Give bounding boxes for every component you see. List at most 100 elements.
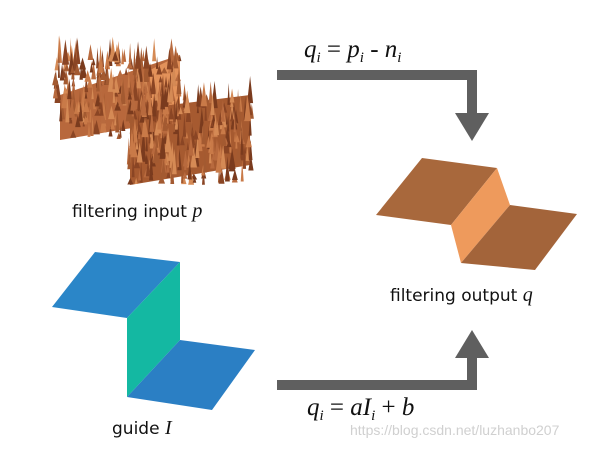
- noise-spike: [161, 158, 167, 178]
- noise-spike: [116, 69, 124, 78]
- noise-spike: [221, 132, 227, 146]
- noise-spike: [240, 160, 244, 182]
- noise-spike: [54, 57, 60, 71]
- noise-spike: [172, 148, 177, 175]
- noise-spike: [57, 35, 62, 63]
- noise-spike: [226, 139, 232, 148]
- noise-spike: [104, 50, 110, 70]
- noise-spike: [227, 82, 230, 105]
- noise-spike: [186, 141, 190, 150]
- noise-spike: [192, 129, 199, 140]
- noise-spike: [87, 76, 93, 88]
- noise-spike: [96, 47, 99, 69]
- noise-spike: [166, 47, 173, 70]
- noise-spike: [70, 129, 77, 138]
- bottom-arrow: [277, 330, 489, 390]
- noise-spike: [112, 74, 116, 90]
- noise-spike: [210, 119, 214, 127]
- noise-spike: [105, 64, 110, 85]
- top-arrow-shaft: [277, 70, 477, 118]
- noise-spike: [136, 124, 143, 135]
- filtering-input-var: p: [192, 200, 203, 222]
- noise-spike: [89, 91, 94, 110]
- noise-spike: [176, 120, 180, 146]
- noise-spike: [201, 167, 205, 185]
- noise-spike: [155, 80, 159, 101]
- noise-spike: [76, 38, 80, 65]
- noise-spike: [196, 84, 201, 107]
- noise-spike: [220, 99, 225, 122]
- noise-spike: [174, 116, 179, 130]
- noise-spike: [124, 67, 128, 75]
- noise-spike: [67, 78, 72, 100]
- noise-spike: [126, 61, 133, 69]
- noise-spike: [75, 114, 81, 128]
- noise-spike: [149, 124, 154, 149]
- noise-spike: [89, 63, 94, 73]
- noise-spike: [72, 87, 75, 100]
- noise-spike: [145, 159, 151, 177]
- output-lower-plateau: [461, 205, 577, 270]
- noise-spike: [138, 169, 142, 181]
- noise-spike: [248, 111, 252, 136]
- noise-spike: [99, 111, 107, 124]
- noise-spike: [190, 146, 198, 168]
- noise-spike: [121, 48, 124, 65]
- noise-spike: [184, 90, 191, 114]
- noise-spike: [63, 68, 69, 85]
- noise-spike: [63, 64, 70, 71]
- noise-spike: [139, 112, 147, 123]
- noise-spike: [200, 82, 208, 107]
- noise-spike: [134, 41, 142, 69]
- noise-spike: [203, 147, 207, 173]
- noise-spike: [108, 105, 115, 120]
- noise-spike: [195, 137, 200, 158]
- noise-spike: [247, 76, 254, 104]
- noise-spike: [172, 114, 176, 132]
- noise-spike: [145, 84, 151, 103]
- noise-spike: [91, 86, 94, 100]
- noise-spike: [144, 153, 148, 164]
- noise-spike: [118, 97, 123, 107]
- noise-spike: [156, 64, 163, 75]
- noise-spike: [127, 91, 132, 100]
- noise-spike: [105, 98, 110, 110]
- noise-spike: [135, 137, 139, 150]
- noise-spike: [187, 160, 192, 180]
- noise-spike: [77, 100, 80, 112]
- noise-spike: [61, 68, 67, 78]
- noise-spike: [143, 45, 150, 69]
- noise-spike: [56, 84, 61, 100]
- noise-spike: [158, 75, 163, 83]
- output-upper-plateau: [376, 158, 497, 225]
- noise-spike: [115, 111, 120, 133]
- noise-spike: [141, 116, 149, 138]
- noise-spike: [108, 54, 113, 62]
- output-step-face: [451, 168, 510, 263]
- noise-spike: [78, 100, 83, 122]
- noise-spike: [82, 101, 90, 112]
- noise-spike: [201, 164, 205, 176]
- top-arrow-head: [455, 113, 489, 141]
- noise-spike: [96, 72, 100, 92]
- noise-spike: [99, 90, 104, 103]
- noise-spike: [155, 56, 159, 69]
- noise-spike: [137, 112, 140, 132]
- noise-spike: [225, 115, 228, 125]
- noise-spike: [71, 77, 76, 99]
- noise-spike: [127, 177, 134, 185]
- noise-spike: [164, 127, 172, 153]
- noise-spike: [208, 81, 213, 104]
- noise-spike: [201, 122, 207, 145]
- filtering-output-text: filtering output: [390, 286, 518, 306]
- noise-spike: [166, 108, 169, 124]
- noise-spike: [150, 72, 157, 95]
- noise-spike: [166, 161, 170, 173]
- noise-spike: [245, 135, 252, 148]
- noise-spike: [127, 67, 131, 88]
- formula-top-op: -: [370, 36, 379, 63]
- noise-spike: [148, 132, 151, 144]
- noise-spike: [142, 49, 145, 62]
- noise-spike: [162, 87, 169, 107]
